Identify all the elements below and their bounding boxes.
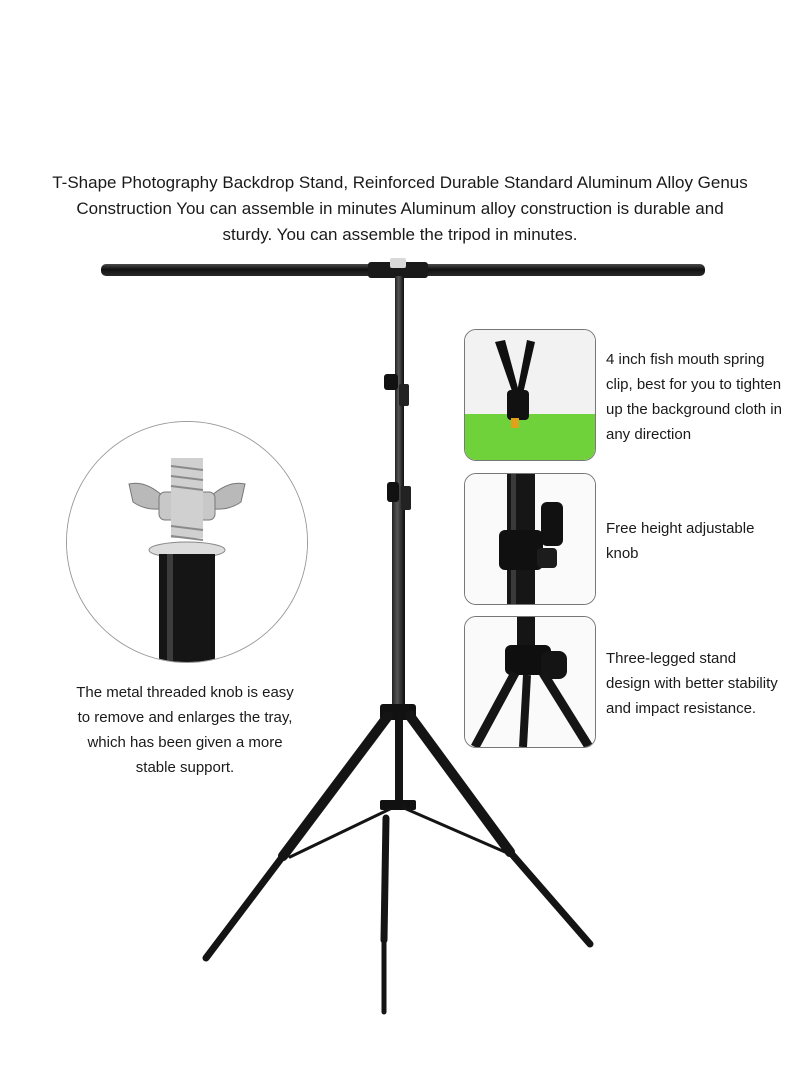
feature-line: Free height adjustable (606, 520, 755, 537)
threaded-knob-image (67, 422, 307, 662)
spring-clip-image (465, 330, 595, 460)
headline-line: T-Shape Photography Backdrop Stand, Rein… (52, 173, 748, 192)
headline-line: sturdy. You can assemble the tripod in m… (222, 225, 578, 244)
headline-line: Construction You can assemble in minutes… (76, 199, 724, 218)
tripod-legs (202, 711, 594, 1015)
tripod-legs-thumbnail (464, 616, 596, 748)
height-knob-image (465, 474, 595, 604)
feature-line: up the background cloth in (606, 401, 782, 418)
feature-line: 4 inch fish mouth spring (606, 351, 765, 368)
spring-clip-thumbnail (464, 329, 596, 461)
height-knob-thumbnail (464, 473, 596, 605)
threaded-knob-detail (66, 421, 308, 663)
knob-caption-line: which has been given a more (87, 734, 283, 751)
feature-line: design with better stability (606, 675, 778, 692)
height-knob-description: Free height adjustable knob (606, 516, 800, 566)
product-headline: T-Shape Photography Backdrop Stand, Rein… (20, 170, 780, 248)
knob-caption: The metal threaded knob is easy to remov… (40, 680, 330, 780)
feature-line: any direction (606, 426, 692, 443)
knob-caption-line: The metal threaded knob is easy (76, 684, 294, 701)
feature-line: knob (606, 545, 639, 562)
tripod-legs-image (465, 617, 595, 747)
center-pole (384, 276, 411, 716)
tripod-legs-description: Three-legged stand design with better st… (606, 646, 800, 721)
feature-line: Three-legged stand (606, 650, 737, 667)
feature-line: and impact resistance. (606, 700, 757, 717)
knob-caption-line: to remove and enlarges the tray, (77, 709, 293, 726)
spring-clip-description: 4 inch fish mouth spring clip, best for … (606, 347, 800, 447)
knob-caption-line: stable support. (135, 759, 235, 776)
crossbar (101, 258, 705, 278)
feature-line: clip, best for you to tighten (606, 376, 782, 393)
